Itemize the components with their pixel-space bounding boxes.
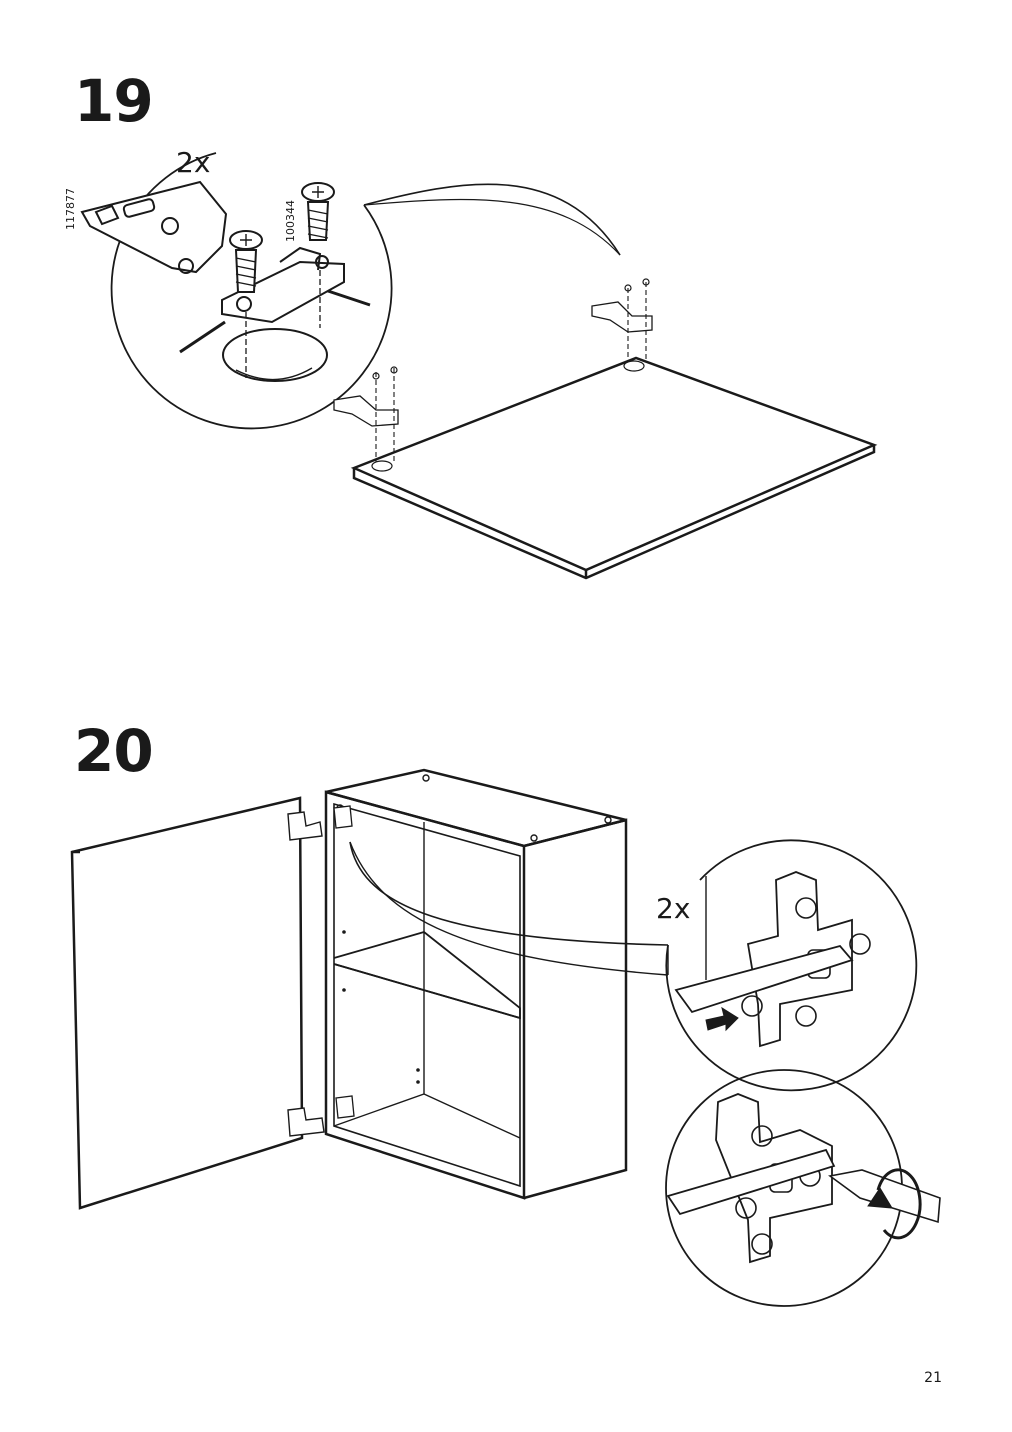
door-panel-flat — [333, 278, 878, 580]
screw-illustrations — [229, 182, 335, 293]
page-number: 21 — [924, 1370, 942, 1386]
hinge-illustration — [80, 180, 345, 378]
step20-detail-callout — [349, 839, 941, 1307]
cabinet-carcass — [324, 768, 628, 1200]
step-20-quantity: 2x — [656, 892, 691, 925]
step-19-number: 19 — [74, 67, 154, 135]
step-20-number: 20 — [74, 717, 154, 785]
part-number-hinge: 117877 — [64, 188, 77, 230]
part-number-screw: 100344 — [284, 200, 297, 242]
step-19-quantity: 2x — [176, 146, 211, 179]
door-panel-open — [70, 796, 325, 1210]
